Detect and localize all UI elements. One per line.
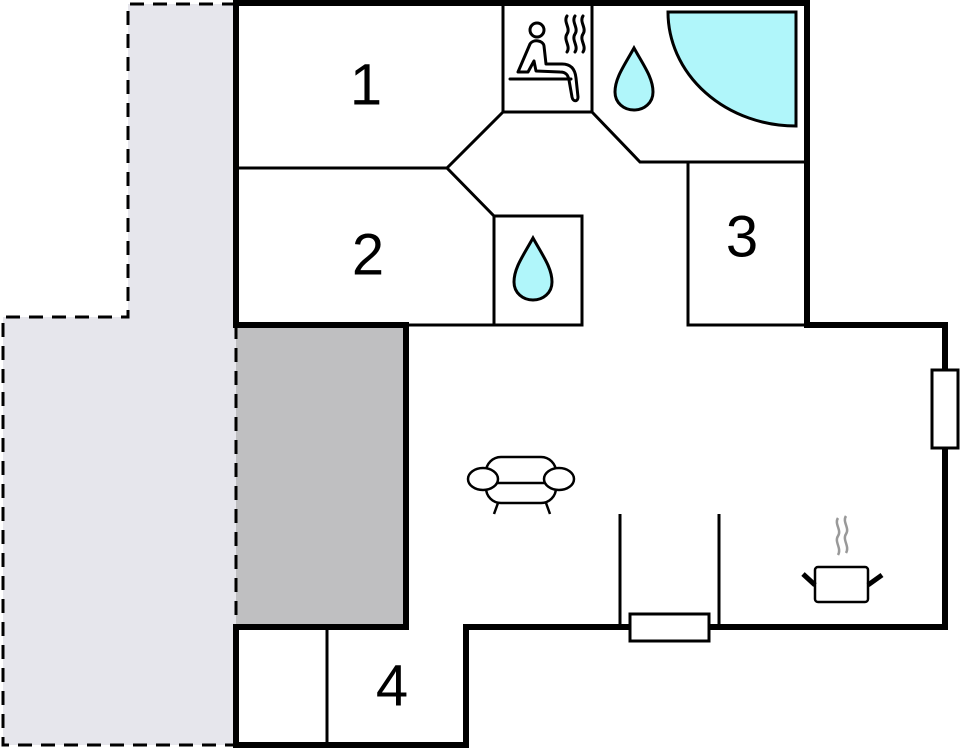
cooking-pot-icon [801,515,884,604]
water-drop-icon [512,234,554,302]
water-drop-icon [613,44,655,112]
sauna-icon [508,14,586,103]
window-south [628,612,711,643]
room-3-label: 3 [726,205,758,270]
window-east [930,368,960,450]
room-1-label: 1 [350,53,382,118]
room-2-label: 2 [352,223,384,288]
interior-walls [236,1,807,745]
bathtub-icon [666,10,798,128]
covered-terrace [234,325,406,627]
open-terrace [1,2,236,747]
sofa-icon [466,455,576,515]
room-4-label: 4 [376,654,408,719]
